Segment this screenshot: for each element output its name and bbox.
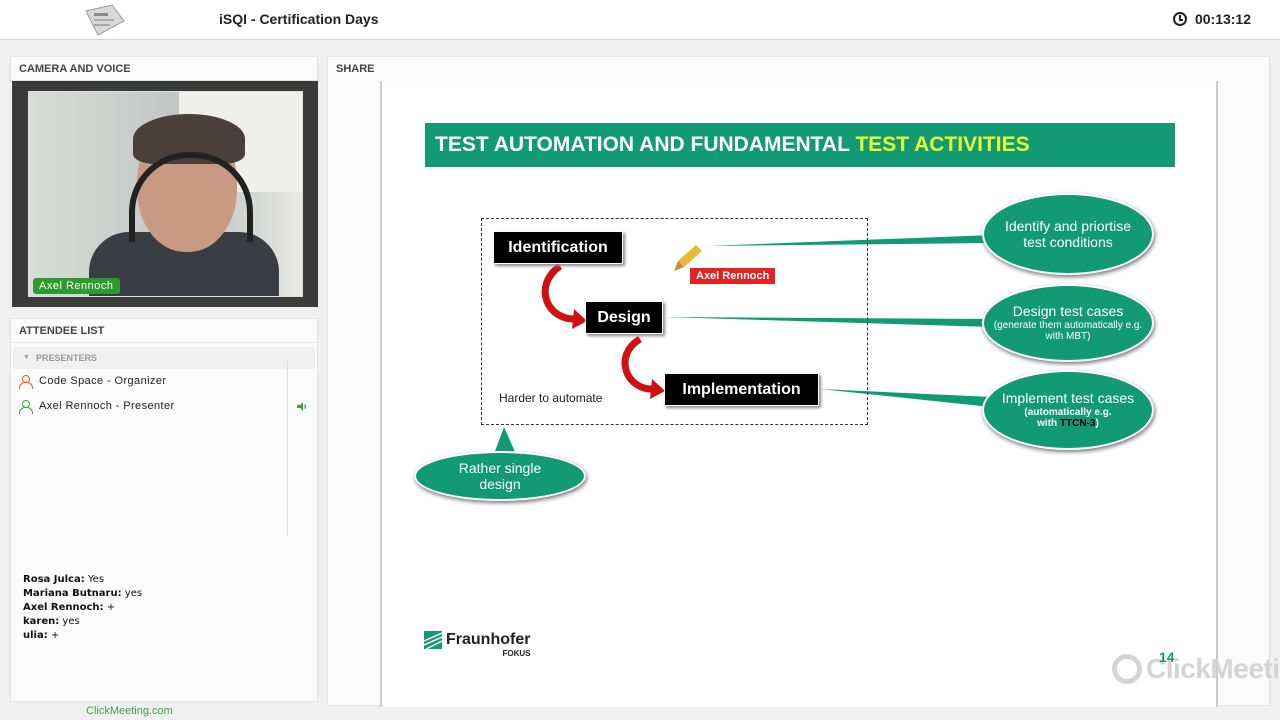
callout-text: Rather single design — [458, 459, 542, 492]
attendee-panel: ATTENDEE LIST ▼ PRESENTERS Code Space - … — [10, 318, 318, 702]
callout-subtext-end: ) — [1095, 418, 1099, 430]
callout-text: Design test cases — [1012, 303, 1124, 320]
attendee-row[interactable]: Code Space - Organizer — [11, 369, 317, 394]
callout-subtext: (generate them automatically e.g. with M… — [993, 319, 1143, 343]
presenters-group-label: PRESENTERS — [35, 353, 97, 363]
presentation-slide: TEST AUTOMATION AND FUNDAMENTAL TEST ACT… — [380, 81, 1280, 707]
clickmeeting-watermark: ClickMeeting — [1112, 653, 1280, 685]
camera-panel-title: CAMERA AND VOICE — [11, 57, 317, 81]
chat-user: Mariana Butnaru: — [23, 588, 122, 599]
chat-text: yes — [121, 588, 143, 599]
chat-user: Axel Rennoch: — [23, 602, 104, 613]
pencil-icon — [674, 245, 702, 271]
callout-subtext-bold: (automatically e.g. with — [1024, 406, 1112, 430]
callout-design: Design test cases (generate them automat… — [982, 284, 1154, 362]
chat-text: + — [103, 602, 116, 613]
attendee-name: Code Space - Organizer — [39, 375, 167, 387]
slide-page-number: 14 — [1159, 649, 1175, 665]
timer-value: 00:13:12 — [1194, 11, 1251, 27]
collapse-triangle-icon: ▼ — [23, 354, 30, 361]
isqi-logo-icon — [85, 4, 125, 36]
presenters-group[interactable]: ▼ PRESENTERS — [13, 347, 315, 369]
callout-implement: Implement test cases (automatically e.g.… — [982, 370, 1154, 450]
callout-text: Implement test cases — [1001, 390, 1135, 407]
slide-title-highlight: TEST ACTIVITIES — [855, 133, 1030, 156]
step-implementation: Implementation — [664, 373, 819, 406]
flow-arrow-head — [650, 379, 665, 399]
organizer-person-icon — [19, 375, 33, 389]
presenter-person-icon — [19, 400, 33, 414]
top-bar: iSQI - Certification Days 00:13:12 — [0, 0, 1280, 40]
flow-arrow — [621, 336, 655, 393]
callout-single-design: Rather single design — [414, 451, 586, 501]
attendee-row[interactable]: Axel Rennoch - Presenter — [11, 394, 317, 419]
callout-text: Identify and priortise test conditions — [1004, 217, 1132, 250]
watermark-text: ClickMeeting — [1146, 653, 1280, 684]
fraunhofer-logo-icon — [424, 631, 442, 649]
callout-pointer — [707, 235, 994, 246]
attendee-panel-title: ATTENDEE LIST — [11, 319, 317, 343]
slide-title: TEST AUTOMATION AND FUNDAMENTAL TEST ACT… — [425, 123, 1175, 167]
org-name: Fraunhofer — [446, 631, 531, 648]
speaker-icon — [297, 402, 307, 411]
chat-user: Rosa Julca: — [23, 574, 85, 585]
callout-pointer — [664, 317, 992, 327]
chat-log: Rosa Julca: Yes Mariana Butnaru: yes Axe… — [23, 573, 142, 643]
slide-connectors — [488, 235, 994, 461]
annotation-label: Axel Rennoch — [690, 268, 776, 284]
org-sub: FOKUS — [502, 649, 531, 658]
clock-icon — [1172, 12, 1187, 26]
chat-message: Rosa Julca: Yes — [23, 573, 142, 587]
share-panel-title: SHARE — [336, 63, 375, 75]
chat-text: Yes — [84, 574, 105, 585]
app-title: iSQI - Certification Days — [219, 11, 379, 27]
chat-message: Axel Rennoch: + — [23, 601, 142, 615]
clickmeeting-logo-icon — [1112, 654, 1142, 684]
presenter-name-badge: Axel Rennoch — [33, 278, 120, 294]
clickmeeting-link[interactable]: ClickMeeting.com — [86, 705, 173, 717]
flow-arrow-head — [572, 309, 587, 329]
camera-panel: CAMERA AND VOICE Axel Rennoch — [10, 56, 318, 307]
chat-text: + — [47, 630, 60, 641]
callout-code: TTCN-3 — [1059, 418, 1096, 430]
chat-message: Mariana Butnaru: yes — [23, 587, 142, 601]
presenter-video[interactable]: Axel Rennoch — [28, 91, 303, 297]
fraunhofer-logo: Fraunhofer FOKUS — [424, 631, 530, 658]
activities-frame — [481, 218, 868, 425]
chat-user: karen: — [23, 616, 60, 627]
callout-subtext: (automatically e.g. with TTCN-3) — [1013, 407, 1123, 430]
share-panel: SHARE TEST AUTOMATION AND FUNDAMENTAL TE… — [327, 56, 1280, 707]
step-design: Design — [585, 301, 663, 334]
chat-message: ulia: + — [23, 629, 142, 643]
callout-pointer — [820, 389, 992, 407]
step-identification: Identification — [493, 231, 623, 264]
harder-label: Harder to automate — [499, 391, 603, 405]
slide-title-main: TEST AUTOMATION AND FUNDAMENTAL — [435, 133, 856, 156]
camera-area: Axel Rennoch — [12, 81, 318, 307]
flow-arrow — [541, 263, 578, 323]
attendee-name: Axel Rennoch - Presenter — [39, 400, 175, 412]
chat-message: karen: yes — [23, 615, 142, 629]
callout-identify: Identify and priortise test conditions — [982, 193, 1154, 275]
chat-text: yes — [59, 616, 80, 627]
callout-pointer — [494, 427, 516, 454]
headset-icon — [129, 152, 253, 242]
attendee-list-divider — [287, 359, 288, 537]
session-timer: 00:13:12 — [1172, 11, 1251, 27]
chat-user: ulia: — [23, 630, 48, 641]
